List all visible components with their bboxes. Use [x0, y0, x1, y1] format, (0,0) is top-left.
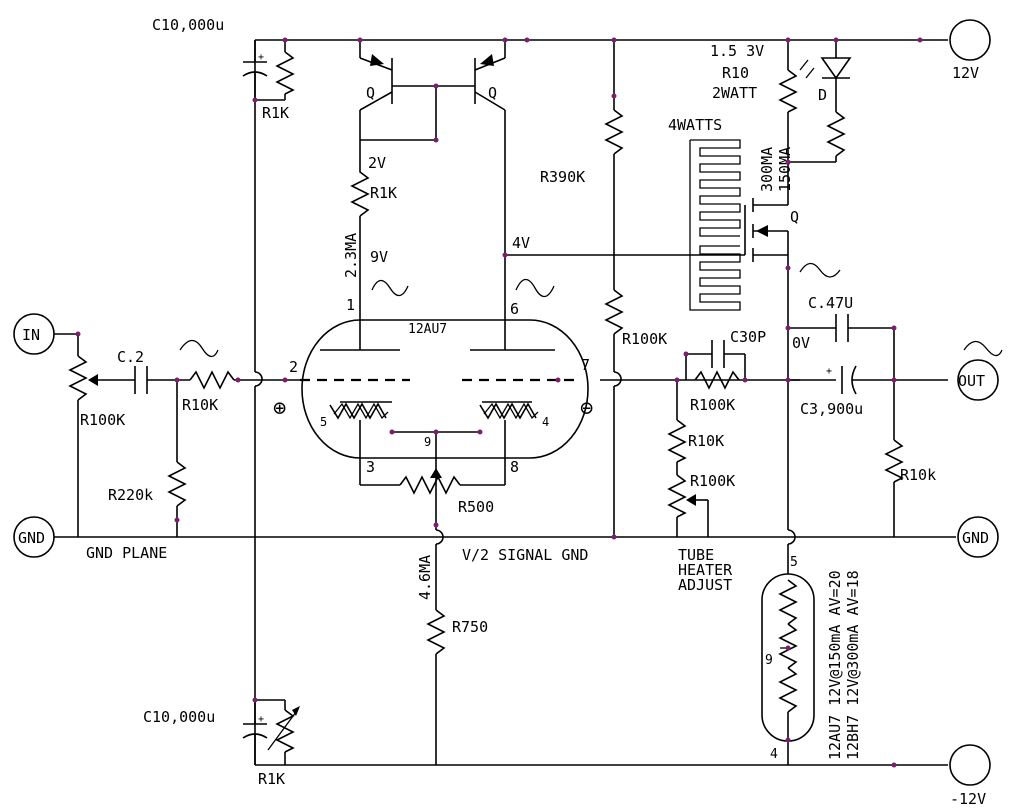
cathode-network: R500 4.6MA R750 V/2 SIGNAL GND [360, 468, 588, 765]
svg-text:C3,900u: C3,900u [800, 400, 863, 418]
minus-symbol: ⊖ [580, 396, 593, 421]
svg-text:-12V: -12V [950, 790, 986, 808]
right-plate-branch: 4V [504, 234, 745, 350]
svg-text:Q: Q [790, 208, 799, 226]
svg-text:R500: R500 [458, 498, 494, 516]
svg-text:5: 5 [790, 555, 798, 570]
svg-text:9: 9 [424, 435, 431, 449]
svg-text:4: 4 [770, 747, 778, 762]
in-label: IN [22, 326, 40, 344]
svg-text:9V: 9V [370, 248, 388, 266]
svg-text:5: 5 [320, 415, 327, 429]
svg-text:300MA: 300MA [758, 147, 776, 192]
terminal-12v: 12V [949, 19, 991, 82]
svg-text:2.3MA: 2.3MA [342, 233, 360, 278]
svg-text:HEATER: HEATER [678, 561, 733, 579]
svg-text:4V: 4V [512, 234, 530, 252]
junction-dots [75, 37, 923, 768]
terminal-minus-12v: -12V [949, 744, 991, 808]
signal-gnd-label: V/2 SIGNAL GND [462, 546, 588, 564]
feedback-network: C30P R100K R10K R100K TUBE HEATER ADJUST [667, 328, 766, 594]
q1-label: Q [366, 84, 375, 102]
r-bot-label: R1K [258, 770, 285, 788]
svg-text:2V: 2V [368, 154, 386, 172]
svg-text:2WATT: 2WATT [712, 84, 757, 102]
svg-text:12BH7 12V@300mA AV=18: 12BH7 12V@300mA AV=18 [844, 570, 862, 760]
output-coupling: C.47U 0V + C3,900u R10k OUT GND [788, 294, 1003, 558]
svg-text:+: + [258, 52, 264, 63]
svg-text:R220k: R220k [108, 486, 153, 504]
svg-text:TUBE: TUBE [678, 546, 714, 564]
svg-text:+: + [258, 714, 264, 725]
svg-text:R100K: R100K [690, 472, 735, 490]
tube-12au7: 12AU7 1 6 2 7 ⊕ ⊖ 5 4 9 3 8 [273, 296, 593, 485]
bottom-decoupling: + C10,000u R1K [143, 699, 300, 788]
output-stage: 4WATTS 300MA 150MA Q 1.5 3V R10 2WATT D [668, 40, 852, 530]
svg-text:R1K: R1K [370, 184, 397, 202]
input-section: IN R100K C.2 R10K R220k GND GND PLANE [13, 313, 300, 562]
svg-text:1.5 3V: 1.5 3V [710, 42, 764, 60]
plus-symbol: ⊕ [273, 396, 286, 421]
svg-text:R750: R750 [452, 618, 488, 636]
top-decoupling: + C10,000u R1K [152, 16, 295, 122]
svg-text:3: 3 [366, 458, 375, 476]
svg-text:ADJUST: ADJUST [678, 576, 732, 594]
svg-text:C.2: C.2 [117, 348, 144, 366]
svg-text:1: 1 [346, 296, 355, 314]
svg-text:8: 8 [510, 458, 519, 476]
svg-text:150MA: 150MA [776, 147, 794, 192]
gnd-plane-label: GND PLANE [86, 544, 167, 562]
svg-text:R10K: R10K [688, 432, 724, 450]
svg-text:R100K: R100K [80, 411, 125, 429]
heatsink [689, 139, 741, 311]
gnd-right-label: GND [962, 529, 989, 547]
svg-text:6: 6 [510, 300, 519, 318]
svg-text:R100K: R100K [622, 330, 667, 348]
svg-text:7: 7 [581, 356, 590, 374]
out-label: OUT [958, 372, 985, 390]
current-mirror: Q Q [359, 40, 506, 255]
diode-label: D [818, 86, 827, 104]
svg-text:4: 4 [542, 415, 549, 429]
c-top-label: C10,000u [152, 16, 224, 34]
left-plate-branch: 2V R1K 2.3MA 9V [342, 154, 409, 350]
gnd-left-label: GND [18, 529, 45, 547]
svg-text:12AU7: 12AU7 [408, 322, 447, 337]
svg-text:0V: 0V [792, 334, 810, 352]
svg-text:C.47U: C.47U [808, 294, 853, 312]
grid-bias-divider: R390K R100K [540, 40, 800, 537]
svg-text:R10K: R10K [182, 396, 218, 414]
svg-text:R10k: R10k [900, 466, 936, 484]
q2-label: Q [488, 84, 497, 102]
svg-text:9: 9 [765, 653, 773, 668]
r-top-label: R1K [262, 104, 289, 122]
svg-text:12AU7 12V@150mA AV=20: 12AU7 12V@150mA AV=20 [826, 570, 844, 760]
svg-text:4WATTS: 4WATTS [668, 116, 722, 134]
svg-text:R100K: R100K [690, 396, 735, 414]
svg-text:4.6MA: 4.6MA [416, 555, 434, 600]
svg-text:2: 2 [289, 358, 298, 376]
svg-text:R390K: R390K [540, 168, 585, 186]
c-bot-label: C10,000u [143, 708, 215, 726]
heater-string: 5 9 4 12AU7 12V@150mA AV=20 12BH7 12V@30… [761, 529, 862, 765]
svg-text:12V: 12V [952, 64, 979, 82]
svg-text:C30P: C30P [730, 328, 766, 346]
svg-text:+: + [826, 366, 832, 377]
svg-text:R10: R10 [722, 64, 749, 82]
